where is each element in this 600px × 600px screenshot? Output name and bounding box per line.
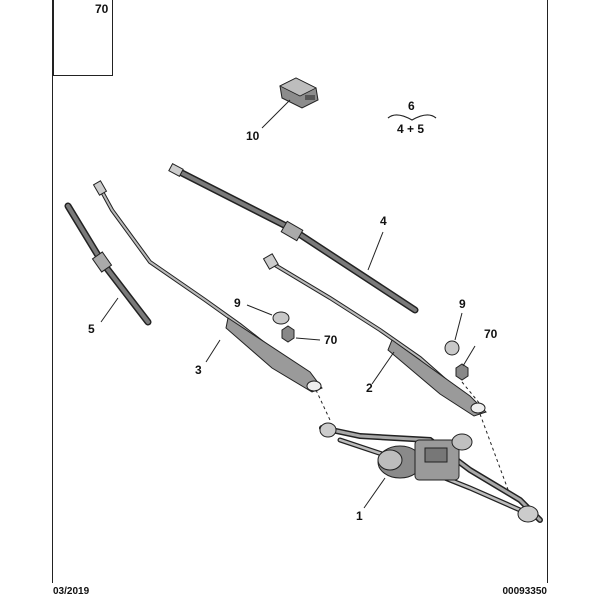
wiper-blade-part-4 (168, 162, 419, 314)
callout-9-left: 9 (234, 296, 241, 310)
callout-6: 6 (408, 99, 415, 113)
callout-3: 3 (195, 363, 202, 377)
wiper-blade-part-5 (64, 202, 152, 326)
inset-ref-label: 70 (95, 2, 109, 16)
footer-date: 03/2019 (53, 586, 90, 597)
inset-box: 70 (53, 0, 113, 76)
callout-10: 10 (246, 129, 260, 143)
callout-5: 5 (88, 322, 95, 336)
nut-part-70-right (455, 363, 469, 381)
wiper-arm-part-2 (262, 253, 487, 417)
callout-1: 1 (356, 509, 363, 523)
wiper-motor-linkage-part-1 (319, 422, 543, 523)
sensor-module-part-10 (279, 77, 319, 109)
callout-70-right: 70 (484, 327, 498, 341)
callout-4-plus-5: 4 + 5 (397, 122, 425, 136)
callout-9-right: 9 (459, 297, 466, 311)
callout-70-left: 70 (324, 333, 338, 347)
wiper-arm-part-3 (92, 180, 323, 393)
leader-lines (100, 99, 476, 509)
cap-part-9-right (444, 340, 460, 356)
brace-symbol (387, 114, 437, 121)
callout-2: 2 (366, 381, 373, 395)
nut-part-70-left (281, 325, 295, 343)
diagram-frame (52, 0, 548, 583)
footer-code: 00093350 (502, 586, 548, 597)
cap-part-9-left (272, 311, 290, 325)
callout-4: 4 (380, 214, 387, 228)
